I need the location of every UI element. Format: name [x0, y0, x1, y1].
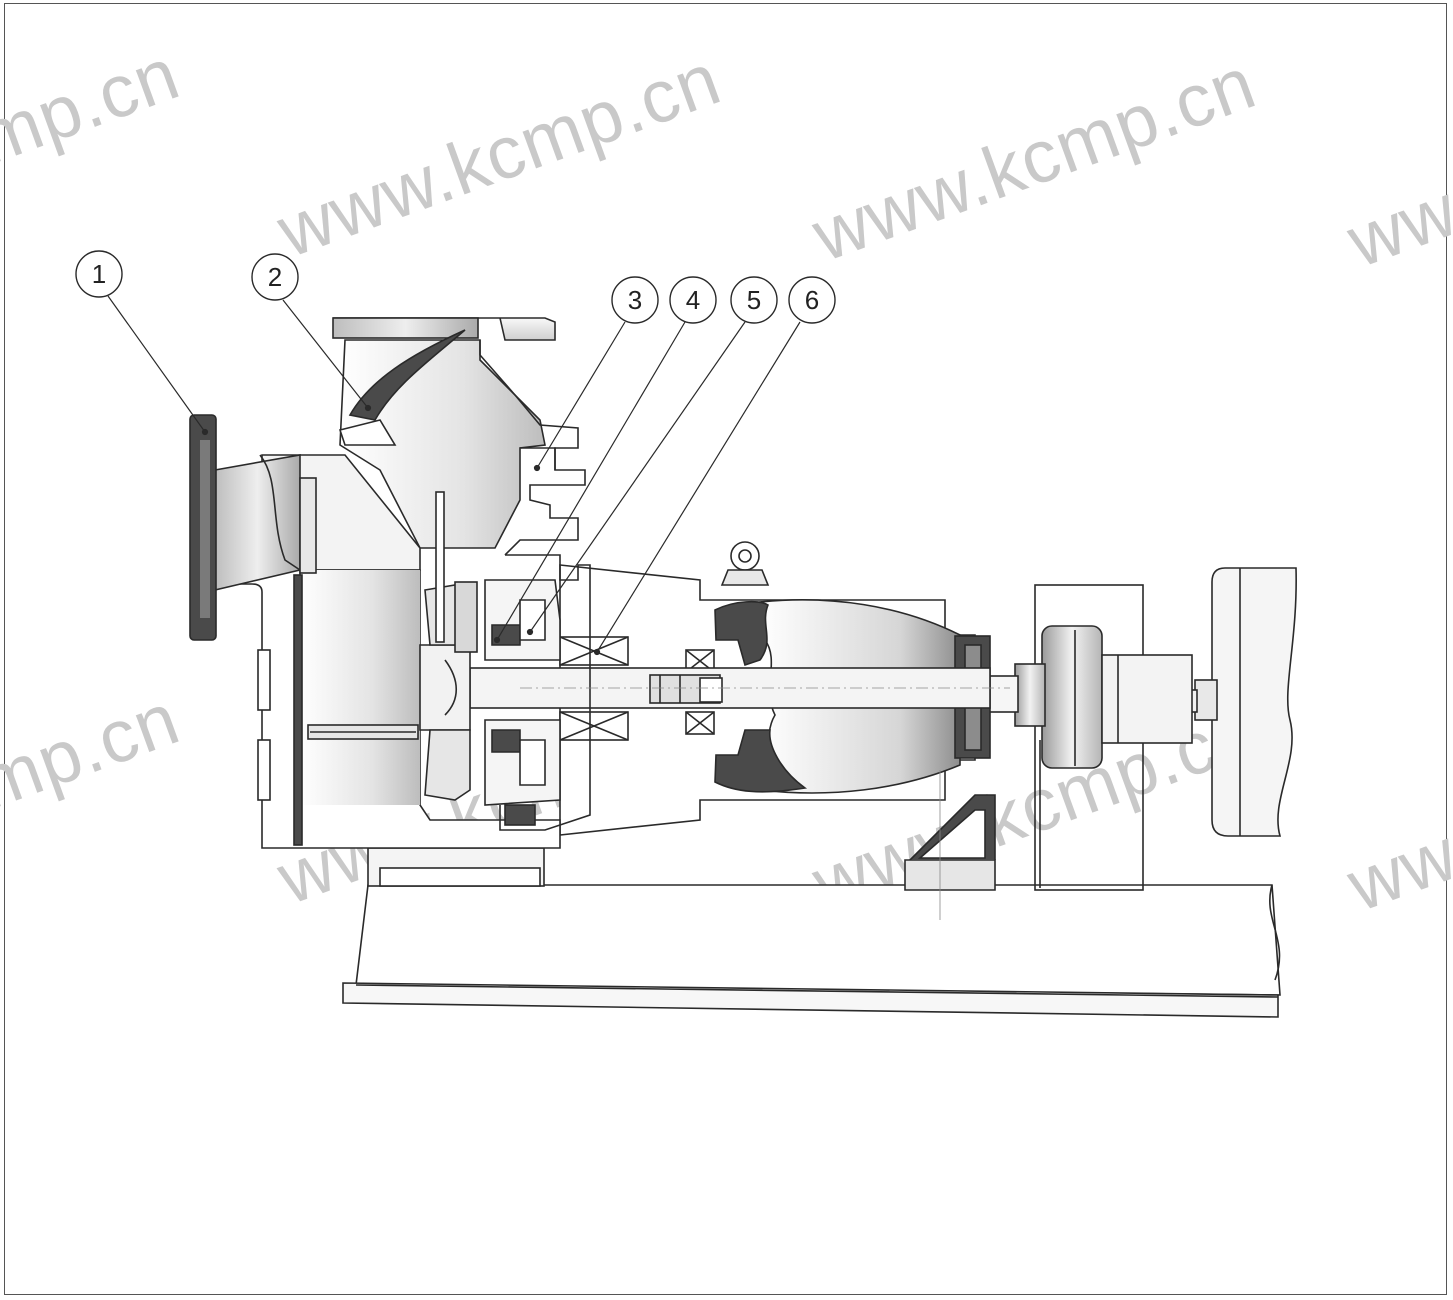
leader-line-4 [496, 321, 686, 641]
coupling-spacer [1014, 663, 1046, 727]
shaft-extension [987, 675, 1019, 713]
base-plate-bottom [342, 982, 1279, 1018]
callout-1: 1 [75, 250, 123, 298]
leader-line-5 [529, 321, 746, 633]
shaft [469, 667, 991, 709]
callout-label: 2 [268, 262, 282, 292]
base-plate-top [355, 884, 1281, 996]
callout-4: 4 [669, 276, 717, 324]
callout-label: 6 [805, 285, 819, 315]
watermark-text: www.kcmp.cn [266, 37, 731, 274]
suction-neck [214, 454, 301, 592]
callout-3: 3 [611, 276, 659, 324]
watermark-text: ww [1336, 812, 1453, 928]
callout-6: 6 [788, 276, 836, 324]
bearing-cover-lower [714, 729, 808, 793]
callout-label: 1 [92, 259, 106, 289]
watermark-text: www.kcmp.cn [801, 41, 1266, 278]
base-plate [342, 584, 1281, 1018]
leader-line-2 [282, 299, 369, 409]
leader-line-1 [107, 295, 206, 433]
impeller [419, 491, 591, 831]
casing-liner [348, 329, 466, 421]
coupling-hub-right [1101, 654, 1193, 744]
impeller-hub [419, 644, 471, 731]
suction-flange [189, 414, 217, 641]
bearing-foot [904, 859, 996, 891]
callout-5: 5 [730, 276, 778, 324]
casing-inner-liner [293, 574, 303, 846]
callout-label: 4 [686, 285, 700, 315]
callout-label: 5 [747, 285, 761, 315]
callout-bubbles: 1 2 3 4 5 6 [75, 250, 836, 324]
callout-label: 3 [628, 285, 642, 315]
callout-leaders [107, 295, 801, 656]
callout-2: 2 [251, 253, 299, 301]
casing-cover [499, 554, 591, 831]
watermark-text: mp.cn [0, 31, 190, 180]
coupling-hub-left [1041, 625, 1103, 769]
coupling [987, 625, 1193, 769]
watermark-text: ww [1336, 168, 1453, 284]
motor-body [1211, 567, 1297, 837]
watermark-text: mp.cn [0, 676, 190, 825]
discharge-flange [333, 317, 556, 341]
pump-casing [214, 317, 586, 849]
leader-line-3 [536, 321, 626, 469]
leader-line-6 [596, 321, 801, 653]
bearing-cover-upper [714, 600, 769, 667]
